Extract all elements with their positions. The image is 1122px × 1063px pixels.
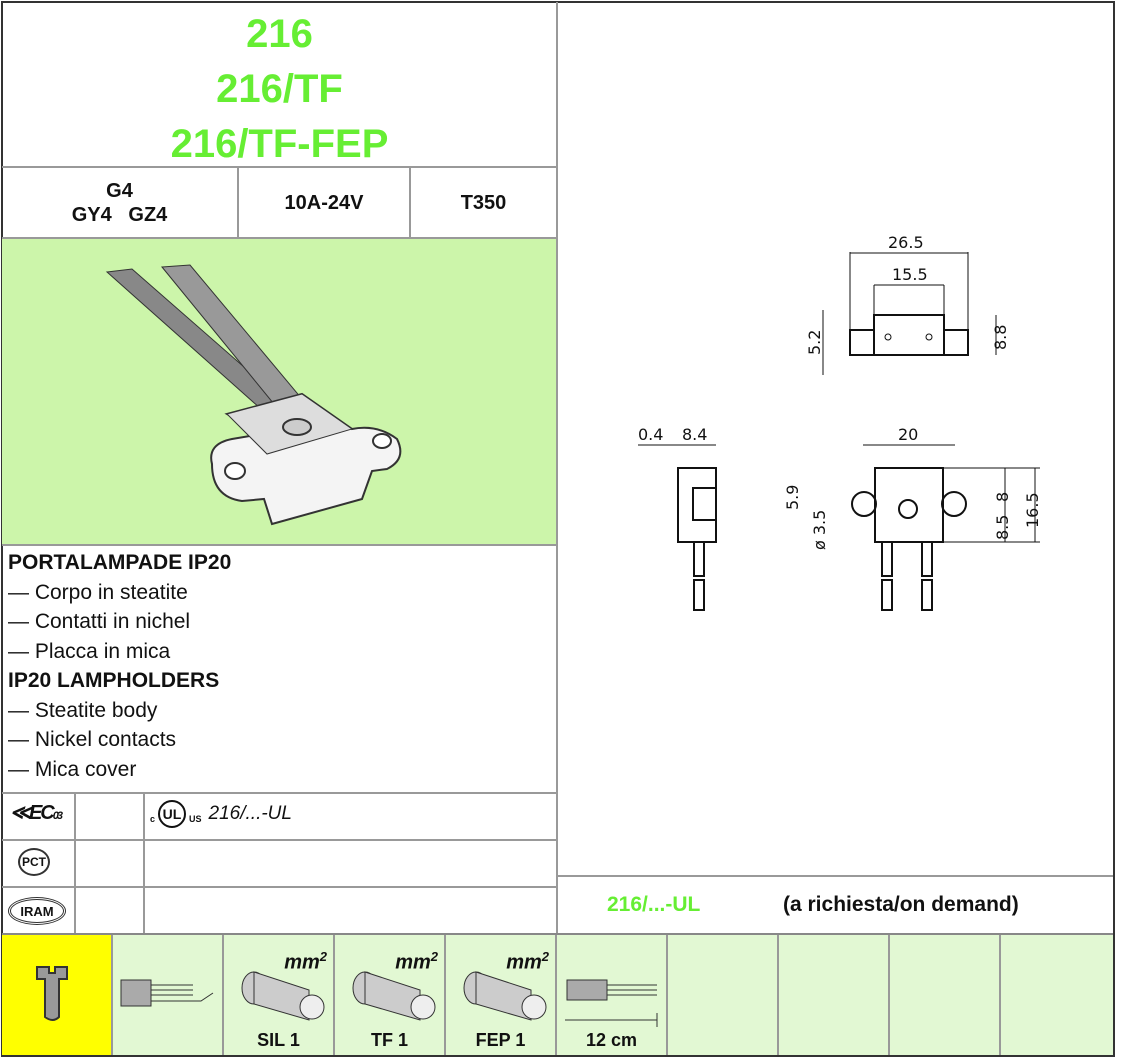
ul-us-mark: US [189,814,202,824]
product-code: 216/TF-FEP [170,122,389,166]
unit-label: mm2 [284,949,327,974]
list-item: — Steatite body [8,698,158,722]
list-item: — Contatti in nichel [8,610,191,633]
dim-8: 8 [993,492,1012,502]
empty-cell [779,935,890,1055]
list-item: — Placca in mica [8,639,171,663]
empty-cell [668,935,779,1055]
list-item: — Nickel contacts [8,728,177,751]
product-code: 216 [246,12,313,56]
technical-drawing: 26.5 15.5 5.2 8.8 0.4 8.4 20 5.9 ø 3.5 8… [638,233,1042,611]
dim-26-5: 26.5 [888,233,924,252]
screw-cell [2,935,113,1055]
cable-tf: mm2 TF 1 [335,935,446,1055]
cable-icon [463,971,547,1021]
divider [2,237,557,239]
dim-20: 20 [898,425,918,444]
enec-logo: ≪EC03 [10,802,63,824]
temperature-rating: T350 [460,192,507,214]
divider [74,793,76,935]
description: PORTALAMPADE IP20 — Corpo in steatite — … [8,548,231,784]
dim-5-2: 5.2 [805,330,824,355]
divider [2,933,1113,935]
heading-english: IP20 LAMPHOLDERS [8,669,220,692]
rating: 10A-24V [284,192,364,214]
divider [2,886,557,888]
wire-length-icon [565,979,658,1027]
divider [143,793,145,935]
iram-logo-icon: IRAM [8,897,66,925]
unit-label: mm2 [395,949,438,974]
cable-sil: mm2 SIL 1 [224,935,335,1055]
dim-8-5: 8.5 [993,515,1012,540]
divider [2,792,557,794]
cable-icon [241,971,325,1021]
cable-length: 12 cm [585,1030,638,1050]
product-photo [2,239,556,544]
dim-3-5: ø 3.5 [810,510,829,550]
dim-0-4: 0.4 [638,425,663,444]
product-code: 216/TF [216,67,343,111]
base-g4: G4 [106,180,133,202]
lampholder-photo [105,264,402,526]
dim-8-8: 8.8 [991,325,1010,350]
divider [409,167,411,238]
divider [237,167,239,238]
divider [556,2,558,935]
base-gy4-gz4: GY4 GZ4 [71,204,168,226]
list-item: — Mica cover [8,757,137,781]
cable-icon [352,971,436,1021]
gost-logo-icon: PCT [18,848,50,876]
ul-logo-icon: UL [158,800,187,828]
dim-8-4: 8.4 [682,425,707,444]
dim-16-5: 16.5 [1023,492,1042,528]
stripped-wire-icon [120,979,214,1007]
divider [2,166,557,168]
list-item: — Corpo in steatite [8,580,188,604]
on-demand-note: (a richiesta/on demand) [783,893,1019,916]
ul-certification: c UL US 216/...-UL [150,800,292,828]
dim-15-5: 15.5 [892,265,928,284]
empty-cell [890,935,1001,1055]
divider [2,839,557,841]
screw-icon [36,966,68,1021]
unit-label: mm2 [506,949,549,974]
cable-label: SIL 1 [257,1030,300,1050]
cable-length-cell: 12 cm [557,935,668,1055]
dim-5-9: 5.9 [783,485,802,510]
heading-italian: PORTALAMPADE IP20 [8,551,232,574]
cable-label: TF 1 [370,1030,408,1050]
ul-c-mark: c [150,814,156,824]
divider [557,875,1113,877]
wire-strip-cell [113,935,224,1055]
divider [2,544,557,546]
ul-code: 216/...-UL [607,893,701,916]
ul-model: 216/...-UL [208,803,292,824]
cable-fep: mm2 FEP 1 [446,935,557,1055]
empty-cell [1001,935,1113,1055]
cable-label: FEP 1 [475,1030,526,1050]
